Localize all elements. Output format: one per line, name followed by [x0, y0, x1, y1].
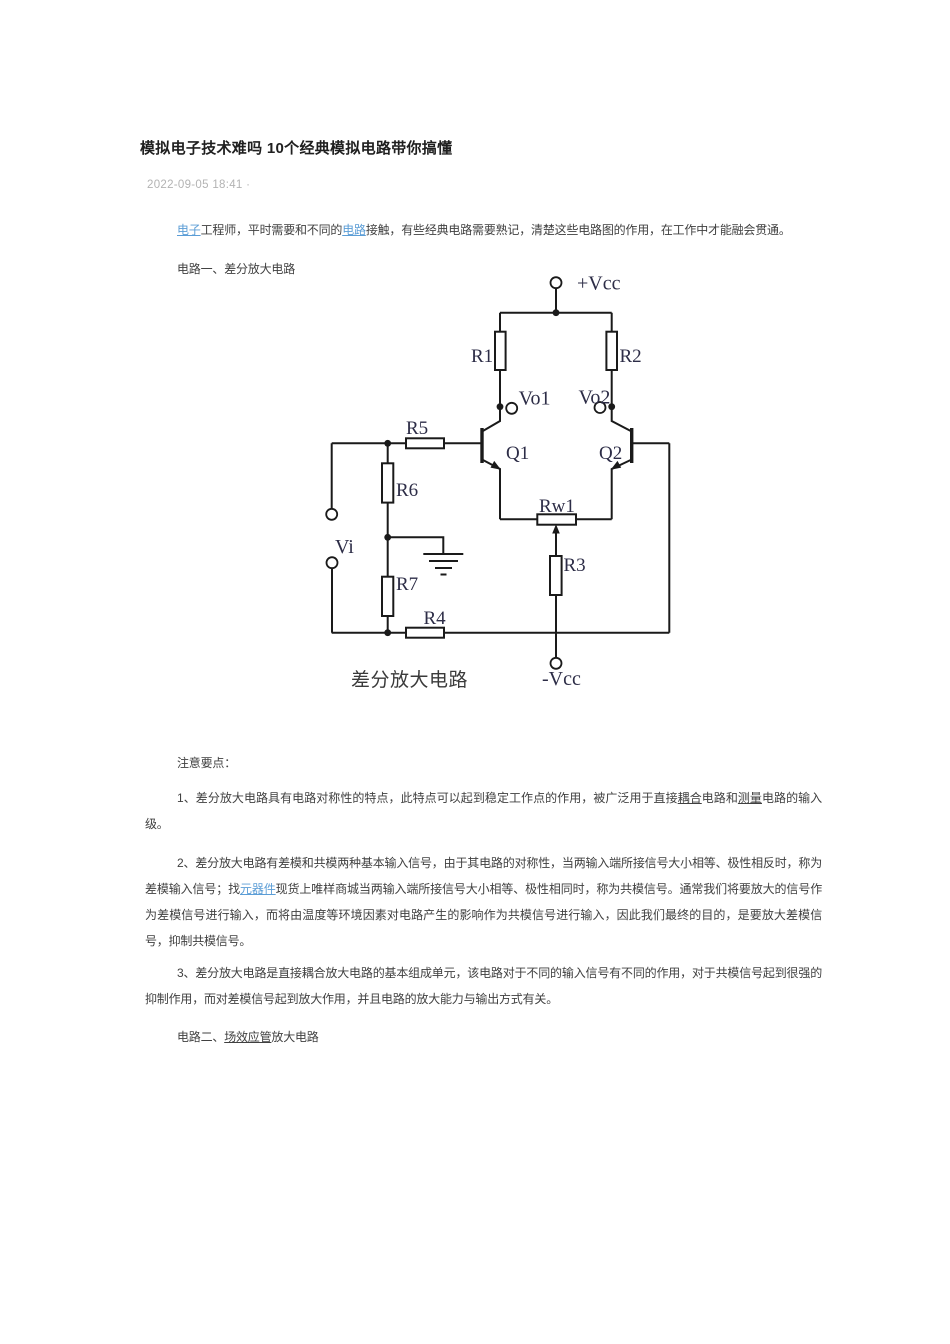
label-r6: R6	[396, 480, 418, 501]
circuit-labels: +Vcc R1 R2 Vo1 Vo2 Q1 Q2 R5 R6 R7 R4 Rw1…	[335, 273, 642, 692]
text-segment: 2、差分放大电路有差模和共模两种基本输入信号，由于其电路的对称性，当两输入端所接…	[145, 856, 822, 896]
label-r1: R1	[471, 346, 493, 367]
text-segment: 工程师，平时需要和不同的	[200, 223, 343, 237]
terminal-vo2	[593, 401, 607, 414]
text-segment: 3、差分放大电路是直接耦合放大电路的基本组成单元，该电路对于不同的输入信号有不同…	[145, 966, 822, 1006]
inline-link[interactable]: 场效应管	[224, 1030, 272, 1044]
rw1-wiper-arrow	[552, 524, 560, 534]
inline-link[interactable]: 测量	[737, 791, 762, 805]
q2-emitter-arrow	[610, 460, 622, 470]
ground-symbol	[423, 553, 464, 576]
terminal-vcc-neg	[549, 656, 563, 670]
point-3-paragraph: 3、差分放大电路是直接耦合放大电路的基本组成单元，该电路对于不同的输入信号有不同…	[145, 960, 822, 1012]
terminal-vo1	[505, 401, 519, 415]
label-vo1: Vo1	[519, 388, 551, 410]
label-rw1: Rw1	[539, 496, 575, 517]
inline-link[interactable]: 电子	[177, 223, 201, 237]
label-r7: R7	[396, 574, 418, 595]
circuit-diagram: +Vcc R1 R2 Vo1 Vo2 Q1 Q2 R5 R6 R7 R4 Rw1…	[325, 273, 671, 692]
terminal-vi-upper	[325, 507, 339, 521]
resistor-r4	[405, 626, 445, 639]
arrows	[490, 460, 622, 534]
section-heading-2: 电路二、场效应管放大电路	[145, 1024, 822, 1050]
note-title: 注意要点：	[145, 750, 822, 776]
label-r3: R3	[564, 555, 586, 576]
text-segment: 放大电路	[271, 1030, 319, 1044]
junction-dots	[384, 309, 616, 637]
text-segment: 电路的输入级。	[145, 791, 822, 831]
intro-paragraph: 电子工程师，平时需要和不同的电路接触，有些经典电路需要熟记，清楚这些电路图的作用…	[145, 217, 822, 243]
label-vi: Vi	[335, 536, 354, 558]
resistor-r6	[381, 462, 395, 504]
page-title: 模拟电子技术难吗 10个经典模拟电路带你搞懂	[140, 140, 453, 158]
inline-link[interactable]: 元器件	[240, 882, 276, 896]
terminal-vcc-pos	[549, 276, 563, 290]
label-vcc-neg: -Vcc	[542, 668, 581, 690]
label-vo2: Vo2	[579, 387, 611, 409]
text-segment: 注意要点：	[177, 756, 237, 770]
resistor-r1	[494, 330, 507, 371]
label-q1: Q1	[506, 443, 529, 464]
publish-date: 2022-09-05 18:41 ·	[147, 179, 251, 191]
text-segment: 现货上唯样商城当两输入端所接信号大小相等、极性相同时，称为共模信号。通常我们将要…	[145, 882, 822, 948]
text-segment: 电路和	[701, 791, 738, 805]
resistor-r2	[605, 330, 618, 371]
circuit-caption: 差分放大电路	[351, 669, 468, 691]
wire-q1-collector	[481, 406, 501, 433]
potentiometer-rw1	[536, 513, 578, 526]
text-segment: 电路一、差分放大电路	[177, 262, 296, 276]
text-segment: 电路二、	[177, 1030, 225, 1044]
label-vcc-pos: +Vcc	[577, 273, 621, 295]
inline-link[interactable]: 耦合	[677, 791, 702, 805]
label-q2: Q2	[599, 443, 622, 464]
wire-ground-stem	[387, 536, 445, 554]
resistor-r7	[381, 575, 395, 618]
text-segment: 接触，有些经典电路需要熟记，清楚这些电路图的作用，在工作中才能融会贯通。	[365, 223, 791, 237]
resistor-r5	[405, 437, 445, 450]
terminal-vi-lower	[325, 556, 339, 570]
label-r5: R5	[406, 418, 428, 439]
text-segment: 1、差分放大电路具有电路对称性的特点，此特点可以起到稳定工作点的作用，被广泛用于…	[177, 791, 678, 805]
label-r2: R2	[620, 346, 642, 367]
point-1-paragraph: 1、差分放大电路具有电路对称性的特点，此特点可以起到稳定工作点的作用，被广泛用于…	[145, 785, 822, 837]
resistor-r3	[549, 555, 563, 596]
label-r4: R4	[424, 608, 447, 629]
point-2-paragraph: 2、差分放大电路有差模和共模两种基本输入信号，由于其电路的对称性，当两输入端所接…	[145, 850, 822, 954]
circuit-wires	[325, 276, 671, 670]
wire-q2-collector	[610, 406, 633, 433]
q1-emitter-arrow	[490, 460, 501, 470]
section-heading-1: 电路一、差分放大电路	[145, 256, 822, 282]
inline-link[interactable]: 电路	[342, 223, 366, 237]
